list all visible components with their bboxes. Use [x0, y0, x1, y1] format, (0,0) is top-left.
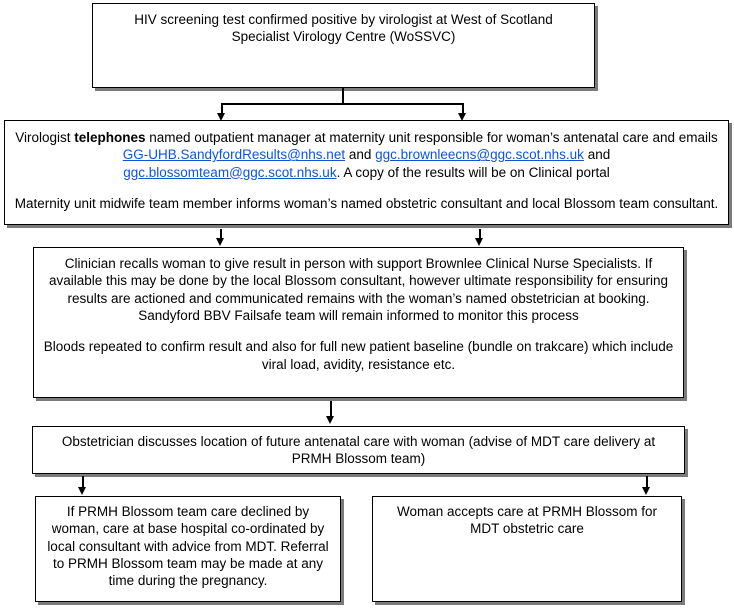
connector-box4-to-box5 — [82, 476, 84, 490]
email-link-blossom-team[interactable]: ggc.blossomteam@ggc.scot.nhs.uk — [123, 164, 337, 180]
arrowhead-box4-to-box6 — [642, 487, 650, 495]
box6-paragraph-1: Woman accepts care at PRMH Blossom for M… — [396, 504, 658, 537]
flowchart-node-virologist-telephones-emails: Virologist telephones named outpatient m… — [4, 120, 729, 225]
connector-box1-left-drop — [221, 103, 223, 115]
flowchart-node-woman-accepts-prmh-care: Woman accepts care at PRMH Blossom for M… — [372, 496, 682, 602]
connector-box3-to-box4 — [330, 401, 332, 418]
arrowhead-box1-to-box2-right — [458, 113, 466, 121]
flowchart-node-clinician-recalls-woman: Clinician recalls woman to give result i… — [33, 247, 684, 398]
box2-text-d: and — [583, 147, 611, 163]
connector-box1-stem — [342, 88, 344, 104]
connector-box2-to-box3-right — [479, 229, 481, 240]
flowchart-node-prmh-care-declined: If PRMH Blossom team care declined by wo… — [35, 496, 341, 602]
box5-paragraph-1: If PRMH Blossom team care declined by wo… — [47, 504, 329, 589]
box3-paragraph-1: Clinician recalls woman to give result i… — [48, 256, 669, 306]
arrowhead-box1-to-box2-left — [217, 113, 225, 121]
arrowhead-box2-to-box3-left — [216, 238, 224, 246]
box2-text-a: Virologist — [15, 130, 75, 145]
arrowhead-box2-to-box3-right — [475, 238, 483, 246]
connector-box1-crossbar — [221, 103, 463, 105]
box1-line1: HIV screening test confirmed positive by… — [134, 12, 553, 27]
box2-text-c: and — [345, 147, 376, 163]
arrowhead-box3-to-box4 — [326, 416, 334, 424]
box2-paragraph-2: Maternity unit midwife team member infor… — [14, 195, 719, 211]
box2-text-e: . A copy of the results will be on Clini… — [336, 164, 610, 180]
box1-line2: Specialist Virology Centre (WoSSVC) — [231, 29, 456, 45]
box2-text-b: named outpatient manager at maternity un… — [145, 130, 718, 145]
connector-box4-to-box6 — [646, 476, 648, 490]
connector-box1-right-drop — [462, 103, 464, 115]
connector-box2-to-box3-left — [220, 229, 222, 240]
email-link-brownlee-cns[interactable]: ggc.brownleecns@ggc.scot.nhs.uk — [375, 147, 584, 163]
box2-telephones-emphasis: telephones — [74, 130, 146, 145]
email-link-sandyford-results[interactable]: GG-UHB.SandyfordResults@nhs.net — [122, 147, 346, 163]
box4-paragraph-1: Obstetrician discusses location of futur… — [61, 434, 656, 467]
box3-paragraph-3: Bloods repeated to confirm result and al… — [43, 339, 674, 372]
box3-paragraph-2: Sandyford BBV Failsafe team will remain … — [138, 307, 579, 323]
box2-paragraph-1: Virologist telephones named outpatient m… — [14, 129, 719, 181]
flowchart-node-obstetrician-discusses-location: Obstetrician discusses location of futur… — [32, 426, 685, 474]
arrowhead-box4-to-box5 — [78, 487, 86, 495]
flowchart-node-hiv-screening-confirmed: HIV screening test confirmed positive by… — [92, 3, 595, 88]
